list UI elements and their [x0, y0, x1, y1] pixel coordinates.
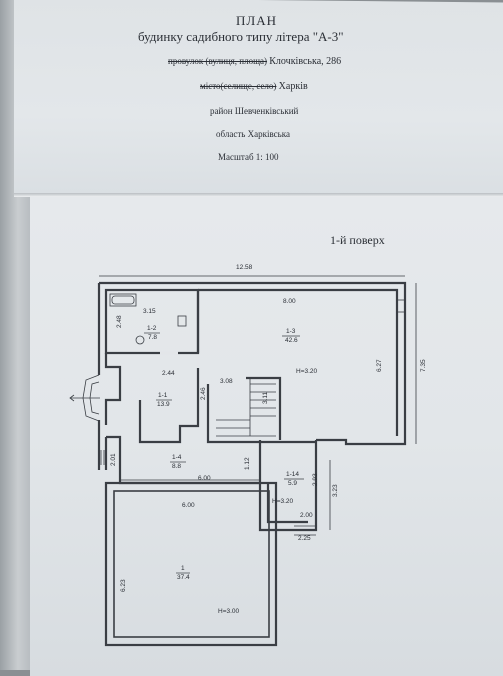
dim-hall-height: 2.46 [200, 387, 207, 400]
dim-overall-height: 7.35 [420, 359, 427, 372]
dim-bath-height: 2.48 [116, 315, 123, 328]
dim-garage-width: 6.00 [182, 502, 195, 509]
district-line: район Шевченківський [210, 106, 299, 116]
city-line: місто(селище, село) Харків [200, 81, 308, 92]
street-line: провулок (вулиця, площа) Клочківська, 28… [168, 56, 341, 67]
plan-title: ПЛАН [236, 13, 277, 28]
dim-storage-h1: 2.93 [312, 473, 319, 486]
street-prefix: провулок (вулиця, площа) [168, 56, 268, 66]
dim-main-room-height: 6.27 [376, 359, 383, 372]
height-storage: H=3.20 [272, 498, 294, 505]
dim-stair: 3.11 [262, 391, 269, 404]
room-area: 37.4 [177, 574, 190, 581]
room-area: 42.6 [285, 337, 298, 344]
dim-garage-height: 6.23 [120, 579, 127, 592]
plan-subtitle: будинку садибного типу літера "А-3" [138, 29, 344, 44]
paper-fold [14, 193, 503, 197]
height-garage: H=3.00 [218, 608, 240, 615]
room-area: 8.8 [172, 463, 182, 470]
dim-storage-width: 2.00 [300, 512, 313, 519]
dim-storage-h2: 3.23 [332, 484, 339, 497]
scale-line: Масштаб 1: 100 [218, 152, 279, 162]
street-value: Клочківська, 286 [269, 56, 342, 67]
dim-hall-width: 2.44 [162, 370, 175, 377]
dim-small: 1.12 [244, 457, 251, 470]
room-area: 5.9 [288, 480, 298, 487]
dim-corridor-width: 6.00 [198, 475, 211, 482]
dim-main-room-width: 8.00 [283, 298, 296, 305]
dim-storage-width-2: 2.25 [298, 535, 311, 542]
room-number: 1-4 [172, 454, 182, 461]
room-number: 1-3 [286, 328, 296, 335]
room-number: 1-2 [147, 325, 157, 332]
room-number: 1-1 [158, 392, 168, 399]
dim-bath-width: 3.15 [143, 308, 156, 315]
height-main-room: H=3.20 [296, 368, 318, 375]
garage-outline [104, 481, 278, 647]
dim-corridor-height: 2.01 [110, 453, 117, 466]
region-line: область Харківська [216, 129, 291, 139]
dim-overall-width: 12.58 [236, 264, 253, 271]
city-value: Харків [278, 81, 308, 92]
room-area: 7.8 [148, 334, 158, 341]
dim-stair-width: 3.08 [220, 378, 233, 385]
city-prefix: місто(селище, село) [200, 81, 277, 91]
floor-label: 1-й поверх [330, 233, 385, 247]
room-number: 1 [181, 565, 185, 572]
staircase [216, 378, 276, 437]
room-area: 13.9 [157, 401, 170, 408]
room-number: 1-14 [286, 471, 300, 478]
